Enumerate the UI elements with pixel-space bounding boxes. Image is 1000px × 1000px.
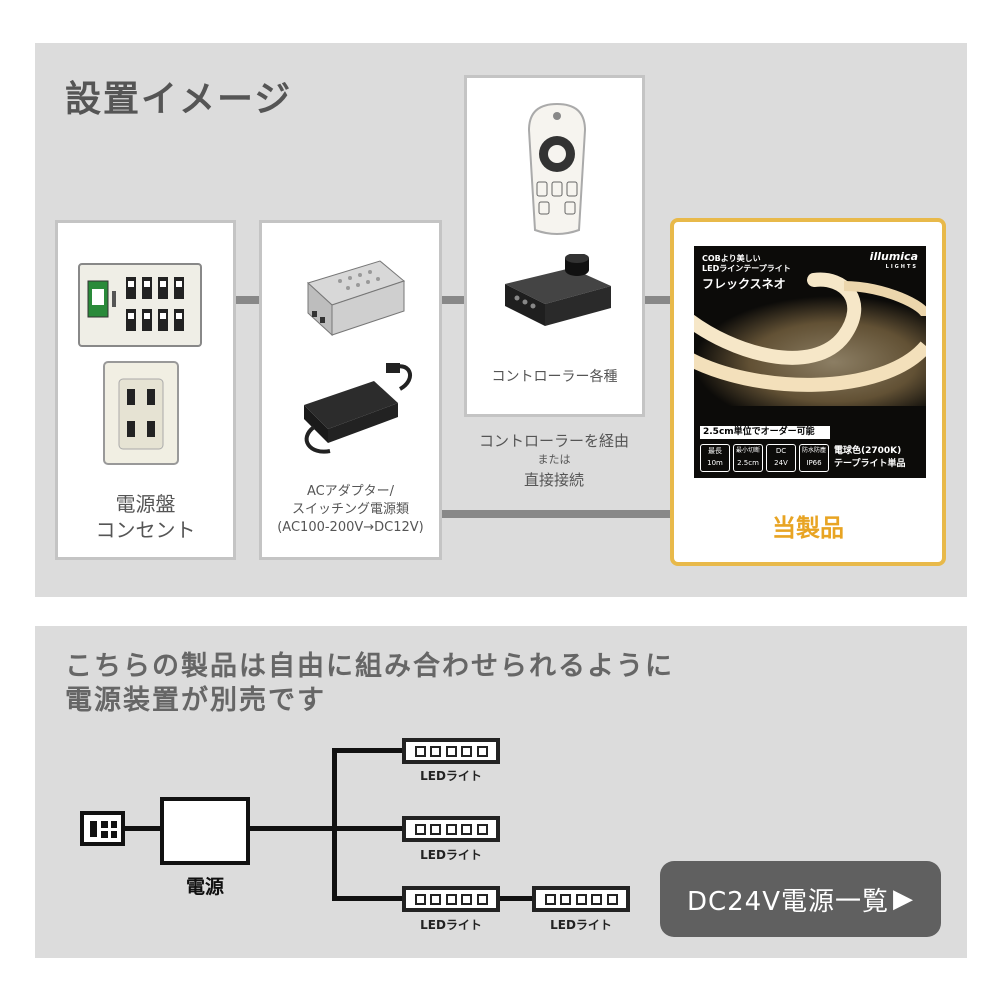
connector-line [234, 296, 261, 304]
wire [125, 826, 161, 831]
package-product-name: フレックスネオ [702, 277, 786, 291]
wire [332, 826, 404, 831]
product-label: 当製品 [772, 514, 844, 542]
button-label: DC24V電源一覧 [686, 886, 890, 917]
wire [250, 826, 335, 831]
route-note-line: 直接接続 [523, 471, 584, 489]
led-strip-icon [532, 886, 630, 912]
led-label: LEDライト [420, 848, 482, 862]
led-label: LEDライト [550, 918, 612, 932]
route-note-line: または [537, 453, 571, 466]
product-package-image: COBより美しい LEDラインテープライト フレックスネオ illumica L… [694, 246, 926, 478]
card-label-line: 電源盤 [115, 492, 176, 516]
package-type: テープライト単品 [834, 459, 906, 469]
outlet-symbol-icon [80, 811, 125, 846]
dc24v-power-list-button[interactable]: DC24V電源一覧 ▶ [660, 861, 941, 937]
section-title-line: 電源装置が別売です [65, 685, 326, 716]
card-label-line: スイッチング電源類 [291, 502, 409, 517]
wire [332, 896, 404, 901]
controller-card: コントローラー各種 [464, 75, 645, 417]
package-tagline: COBより美しい [702, 254, 761, 263]
ac-adapter-icon [304, 363, 412, 454]
ac-adapter-card: ACアダプター/ スイッチング電源類 (AC100-200V→DC12V) [259, 220, 442, 560]
dimmer-controller-icon [505, 254, 611, 326]
led-strip-icon [402, 886, 500, 912]
led-label: LEDライト [420, 769, 482, 783]
connector-line [643, 296, 670, 304]
card-label-line: コンセント [95, 518, 196, 542]
wire [500, 896, 534, 901]
connector-line [440, 510, 672, 518]
breaker-panel-icon [78, 263, 202, 347]
led-strip-glow-icon [694, 272, 926, 406]
wire [332, 748, 404, 753]
led-strip-icon [402, 738, 500, 764]
card-label-line: ACアダプター/ [306, 484, 395, 499]
power-supply-label: 電源 [185, 876, 224, 898]
power-supply-box [160, 797, 250, 865]
wall-outlet-icon [103, 361, 179, 465]
led-label: LEDライト [420, 918, 482, 932]
wire [332, 748, 337, 901]
package-color-temp: 電球色(2700K) [834, 446, 902, 456]
led-strip-icon [402, 816, 500, 842]
brand-logo: illumica [869, 250, 918, 263]
section-title-line: こちらの製品は自由に組み合わせられるように [65, 651, 674, 682]
brand-logo-sub: LIGHTS [885, 264, 918, 270]
product-card: COBより美しい LEDラインテープライト フレックスネオ illumica L… [670, 218, 946, 566]
power-outlet-card: 電源盤 コンセント [55, 220, 236, 560]
connector-line [440, 296, 466, 304]
order-note: 2.5cm単位でオーダー可能 [700, 426, 830, 439]
card-label-line: (AC100-200V→DC12V) [277, 520, 424, 535]
route-note-line: コントローラーを経由 [478, 432, 629, 450]
card-label: コントローラー各種 [491, 369, 618, 385]
play-arrow-icon: ▶ [893, 884, 915, 914]
section-title-installation: 設置イメージ [65, 79, 293, 120]
remote-control-icon [527, 102, 587, 235]
package-tagline: LEDラインテープライト [702, 264, 791, 273]
switching-power-supply-icon [307, 260, 406, 337]
